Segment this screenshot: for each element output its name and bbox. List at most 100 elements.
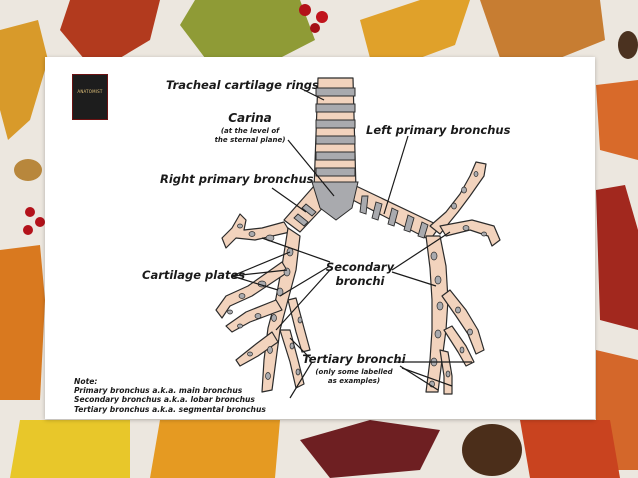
label-tracheal-rings: Tracheal cartilage rings (166, 78, 319, 92)
left-bronchus-ring (417, 221, 429, 239)
anatomist-logo: ANATOMIST (72, 74, 108, 120)
leaf-decoration (596, 80, 638, 160)
cartilage-plate (271, 314, 277, 322)
left-lower-branch-b (443, 325, 475, 367)
cartilage-plate (267, 346, 273, 354)
tracheal-ring (315, 119, 356, 129)
cartilage-plate (237, 323, 243, 329)
right-tertiary-b (287, 297, 311, 353)
leader-line-tracheal-rings (299, 87, 325, 101)
cartilage-plate (462, 225, 470, 231)
tracheal-ring (315, 151, 356, 161)
cartilage-plate (434, 275, 442, 285)
acorn-decoration (618, 31, 638, 59)
leader-line-cartilage-plates (231, 275, 279, 291)
leader-lines (231, 87, 472, 399)
label-left-primary-bronchus: Left primary bronchus (366, 123, 511, 137)
berry-decoration (35, 217, 45, 227)
leader-line-left-primary (383, 135, 409, 215)
label-carina: Carina (228, 111, 272, 125)
cartilage-plate (445, 370, 451, 378)
left-upper-side (439, 219, 501, 247)
logo-text: ANATOMIST (77, 89, 103, 94)
leader-line-secondary (279, 265, 331, 297)
right-upper-branch (221, 213, 291, 249)
left-bronchus-ring (359, 195, 369, 215)
cartilage-plate (461, 186, 467, 194)
leaf-decoration (150, 420, 280, 478)
cartilage-plates (227, 171, 487, 388)
tracheal-rings (311, 87, 359, 221)
label-tertiary-bronchi: Tertiary bronchi (302, 352, 406, 366)
tracheal-ring (315, 103, 356, 113)
berry-decoration (316, 11, 328, 23)
tracheal-ring (315, 87, 356, 97)
cartilage-plate (247, 351, 253, 357)
berry-decoration (310, 23, 320, 33)
leaf-decoration (300, 420, 440, 478)
leader-line-secondary (275, 269, 331, 331)
leaf-decoration (10, 420, 130, 478)
left-bronchus-ring (403, 214, 415, 233)
label-tertiary-note-1: (only some labelled (315, 368, 393, 376)
berry-decoration (23, 225, 33, 235)
leader-line-secondary (391, 231, 451, 271)
leader-line-tertiary (289, 361, 313, 399)
cartilage-plate (295, 368, 301, 376)
tracheal-ring (315, 135, 356, 145)
label-secondary-bronchi-2: bronchi (336, 274, 386, 288)
acorn-decoration (14, 159, 42, 181)
cartilage-plate (248, 231, 256, 237)
leaf-decoration (180, 0, 315, 58)
cartilage-plate (237, 223, 243, 229)
cartilage-plate (283, 267, 291, 277)
leader-line-secondary (261, 237, 331, 263)
cartilage-plate (467, 328, 473, 336)
cartilage-plate (227, 309, 233, 315)
leader-line-cartilage-plates (231, 251, 291, 277)
right-middle-branch (215, 261, 289, 319)
leaf-decoration (0, 20, 48, 140)
note-line: Primary bronchus a.k.a. main bronchus (74, 386, 243, 396)
note-heading: Note: (74, 377, 98, 386)
label-tertiary-note-2: as examples) (328, 377, 380, 385)
leader-line-carina (287, 139, 335, 197)
leader-line-tertiary (289, 337, 313, 361)
left-bronchus-ring (387, 207, 399, 227)
right-bronchus-ring (301, 203, 317, 217)
note-line: Secondary bronchus a.k.a. lobar bronchus (74, 395, 255, 405)
cartilage-plate (430, 251, 438, 261)
left-lower-branch-a (441, 289, 485, 355)
tracheal-ring (315, 167, 356, 177)
cartilage-plate (436, 301, 444, 311)
cartilage-plate (455, 306, 461, 314)
label-cartilage-plates: Cartilage plates (142, 268, 245, 282)
label-carina-note-2: the sternal plane) (215, 136, 286, 144)
leader-line-tertiary (401, 367, 453, 387)
leaf-decoration (360, 0, 470, 58)
left-bronchus-ring (371, 201, 383, 221)
label-secondary-bronchi-1: Secondary (326, 260, 395, 274)
cartilage-plate (265, 372, 271, 380)
right-lower-branch-b (235, 331, 279, 367)
bronchial-cartilage-bands (293, 195, 429, 239)
leaf-decoration (0, 245, 45, 400)
terminology-note: Note: Primary bronchus a.k.a. main bronc… (74, 377, 314, 414)
leaf-decoration (60, 0, 160, 60)
berry-decoration (299, 4, 311, 16)
label-right-primary-bronchus: Right primary bronchus (160, 172, 314, 186)
cartilage-plate (297, 316, 303, 324)
right-bronchus-ring (293, 213, 309, 227)
cartilage-plate (434, 329, 442, 339)
note-line: Tertiary bronchus a.k.a. segmental bronc… (74, 404, 266, 414)
pinecone-decoration (462, 424, 522, 476)
leaf-decoration (520, 420, 620, 478)
left-upper-branch (429, 161, 487, 235)
cartilage-plate (451, 202, 457, 210)
carina-cartilage (311, 181, 359, 221)
cartilage-plate (459, 346, 465, 354)
label-carina-note-1: (at the level of (221, 127, 280, 135)
leader-line-cartilage-plates (231, 269, 288, 277)
